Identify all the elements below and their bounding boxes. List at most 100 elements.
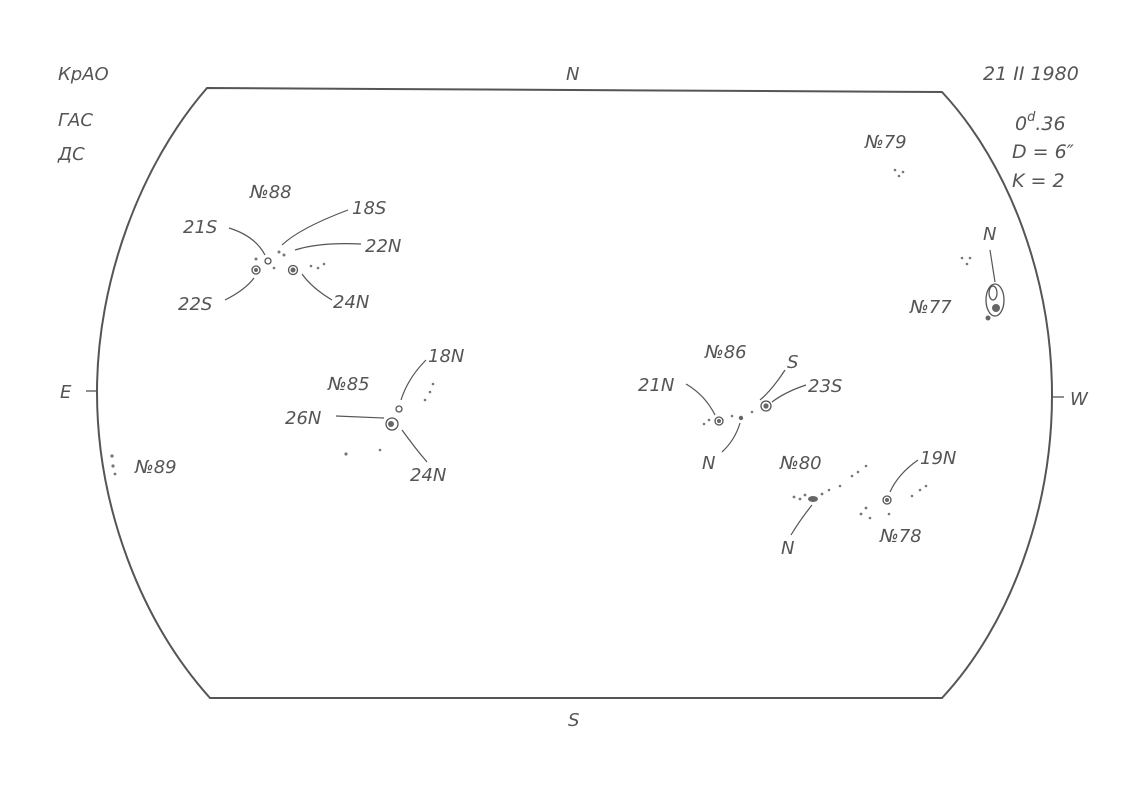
- spot: [763, 403, 769, 409]
- instrument-sub-label: ДС: [57, 144, 85, 165]
- spot: [885, 498, 889, 502]
- leader: [889, 459, 919, 493]
- pore: [864, 464, 868, 468]
- pore: [282, 253, 286, 257]
- group-77-label-n: N: [983, 224, 996, 245]
- leader: [294, 243, 362, 251]
- group-77: N №77: [909, 224, 1005, 321]
- group-86-label-23s: 23S: [808, 376, 842, 397]
- pore: [968, 256, 972, 260]
- time-sup: d: [1027, 110, 1036, 125]
- leader: [989, 249, 996, 283]
- pore: [924, 484, 928, 488]
- pore: [864, 506, 868, 510]
- spot: [254, 268, 258, 272]
- pore: [272, 266, 276, 270]
- leader: [224, 277, 255, 301]
- pore: [893, 168, 897, 172]
- group-88-label-22n: 22N: [365, 236, 401, 257]
- pore: [113, 472, 117, 476]
- leader: [759, 369, 786, 401]
- spot: [385, 417, 399, 431]
- pore: [965, 262, 969, 266]
- instrument-label: ГАС: [58, 110, 93, 131]
- group-88-label-18s: 18S: [352, 198, 386, 219]
- group-86: №86 S 21N 23S N: [638, 342, 842, 474]
- group-79-number: №79: [864, 132, 907, 153]
- spot: [264, 257, 272, 265]
- pore: [901, 170, 905, 174]
- leader: [281, 209, 349, 246]
- pore: [859, 512, 863, 516]
- pore: [960, 256, 964, 260]
- time-base: 0: [1015, 113, 1027, 135]
- pore: [322, 262, 326, 266]
- south-label: S: [568, 710, 579, 731]
- time-frac: .36: [1035, 113, 1065, 135]
- pore: [428, 390, 432, 394]
- spot: [985, 283, 1005, 317]
- k-label: K = 2: [1012, 170, 1065, 192]
- group-88-label-21s: 21S: [183, 217, 217, 238]
- group-85-number: №85: [327, 374, 370, 395]
- leader: [401, 429, 428, 463]
- group-85-label-26n: 26N: [285, 408, 321, 429]
- group-88-number: №88: [249, 182, 292, 203]
- leader: [228, 227, 266, 256]
- group-80: №80 N: [779, 453, 868, 559]
- group-88-label-22s: 22S: [178, 294, 212, 315]
- pore: [111, 464, 115, 468]
- pore: [918, 488, 922, 492]
- group-88-label-24n: 24N: [333, 292, 369, 313]
- spot: [290, 267, 296, 273]
- date-label: 21 II 1980: [983, 63, 1079, 85]
- spot: [808, 496, 818, 502]
- pore: [254, 257, 258, 261]
- group-86-number: №86: [704, 342, 747, 363]
- spot: [717, 419, 721, 423]
- pore: [856, 470, 860, 474]
- spot: [287, 264, 299, 276]
- pore: [820, 492, 824, 496]
- pore: [868, 516, 872, 520]
- pore: [838, 484, 842, 488]
- pore: [750, 410, 754, 414]
- leader: [771, 384, 807, 403]
- pore: [730, 414, 734, 418]
- pore: [316, 266, 320, 270]
- spot: [988, 285, 998, 301]
- spot: [251, 265, 261, 275]
- leader: [400, 359, 427, 401]
- disk-frame: [95, 86, 1054, 699]
- group-80-number: №80: [779, 453, 822, 474]
- group-86-label-s: S: [787, 352, 798, 373]
- pore: [798, 497, 802, 501]
- group-89-number: №89: [134, 457, 177, 478]
- time-label: 0d.36: [1015, 110, 1066, 135]
- spot: [714, 416, 724, 426]
- group-78: 19N №78: [859, 448, 956, 547]
- pore: [827, 488, 831, 492]
- spot: [388, 421, 394, 427]
- group-85-label-18n: 18N: [428, 346, 464, 367]
- observatory-label: КрАО: [58, 64, 109, 85]
- pore: [277, 250, 281, 254]
- group-85-label-24n: 24N: [410, 465, 446, 486]
- pore: [344, 452, 348, 456]
- north-label: N: [566, 64, 579, 85]
- west-label: W: [1070, 389, 1089, 410]
- disk-diameter-label: D = 6″: [1012, 141, 1074, 163]
- leader: [685, 383, 716, 416]
- group-85: №85 18N 26N 24N: [285, 346, 464, 486]
- leader: [721, 422, 741, 453]
- pore: [423, 398, 427, 402]
- pore: [910, 494, 914, 498]
- spot: [882, 495, 892, 505]
- pore: [110, 454, 114, 458]
- pore: [850, 474, 854, 478]
- pore: [792, 495, 796, 499]
- pore: [887, 512, 891, 516]
- group-80-label-n: N: [781, 538, 794, 559]
- pore: [309, 264, 313, 268]
